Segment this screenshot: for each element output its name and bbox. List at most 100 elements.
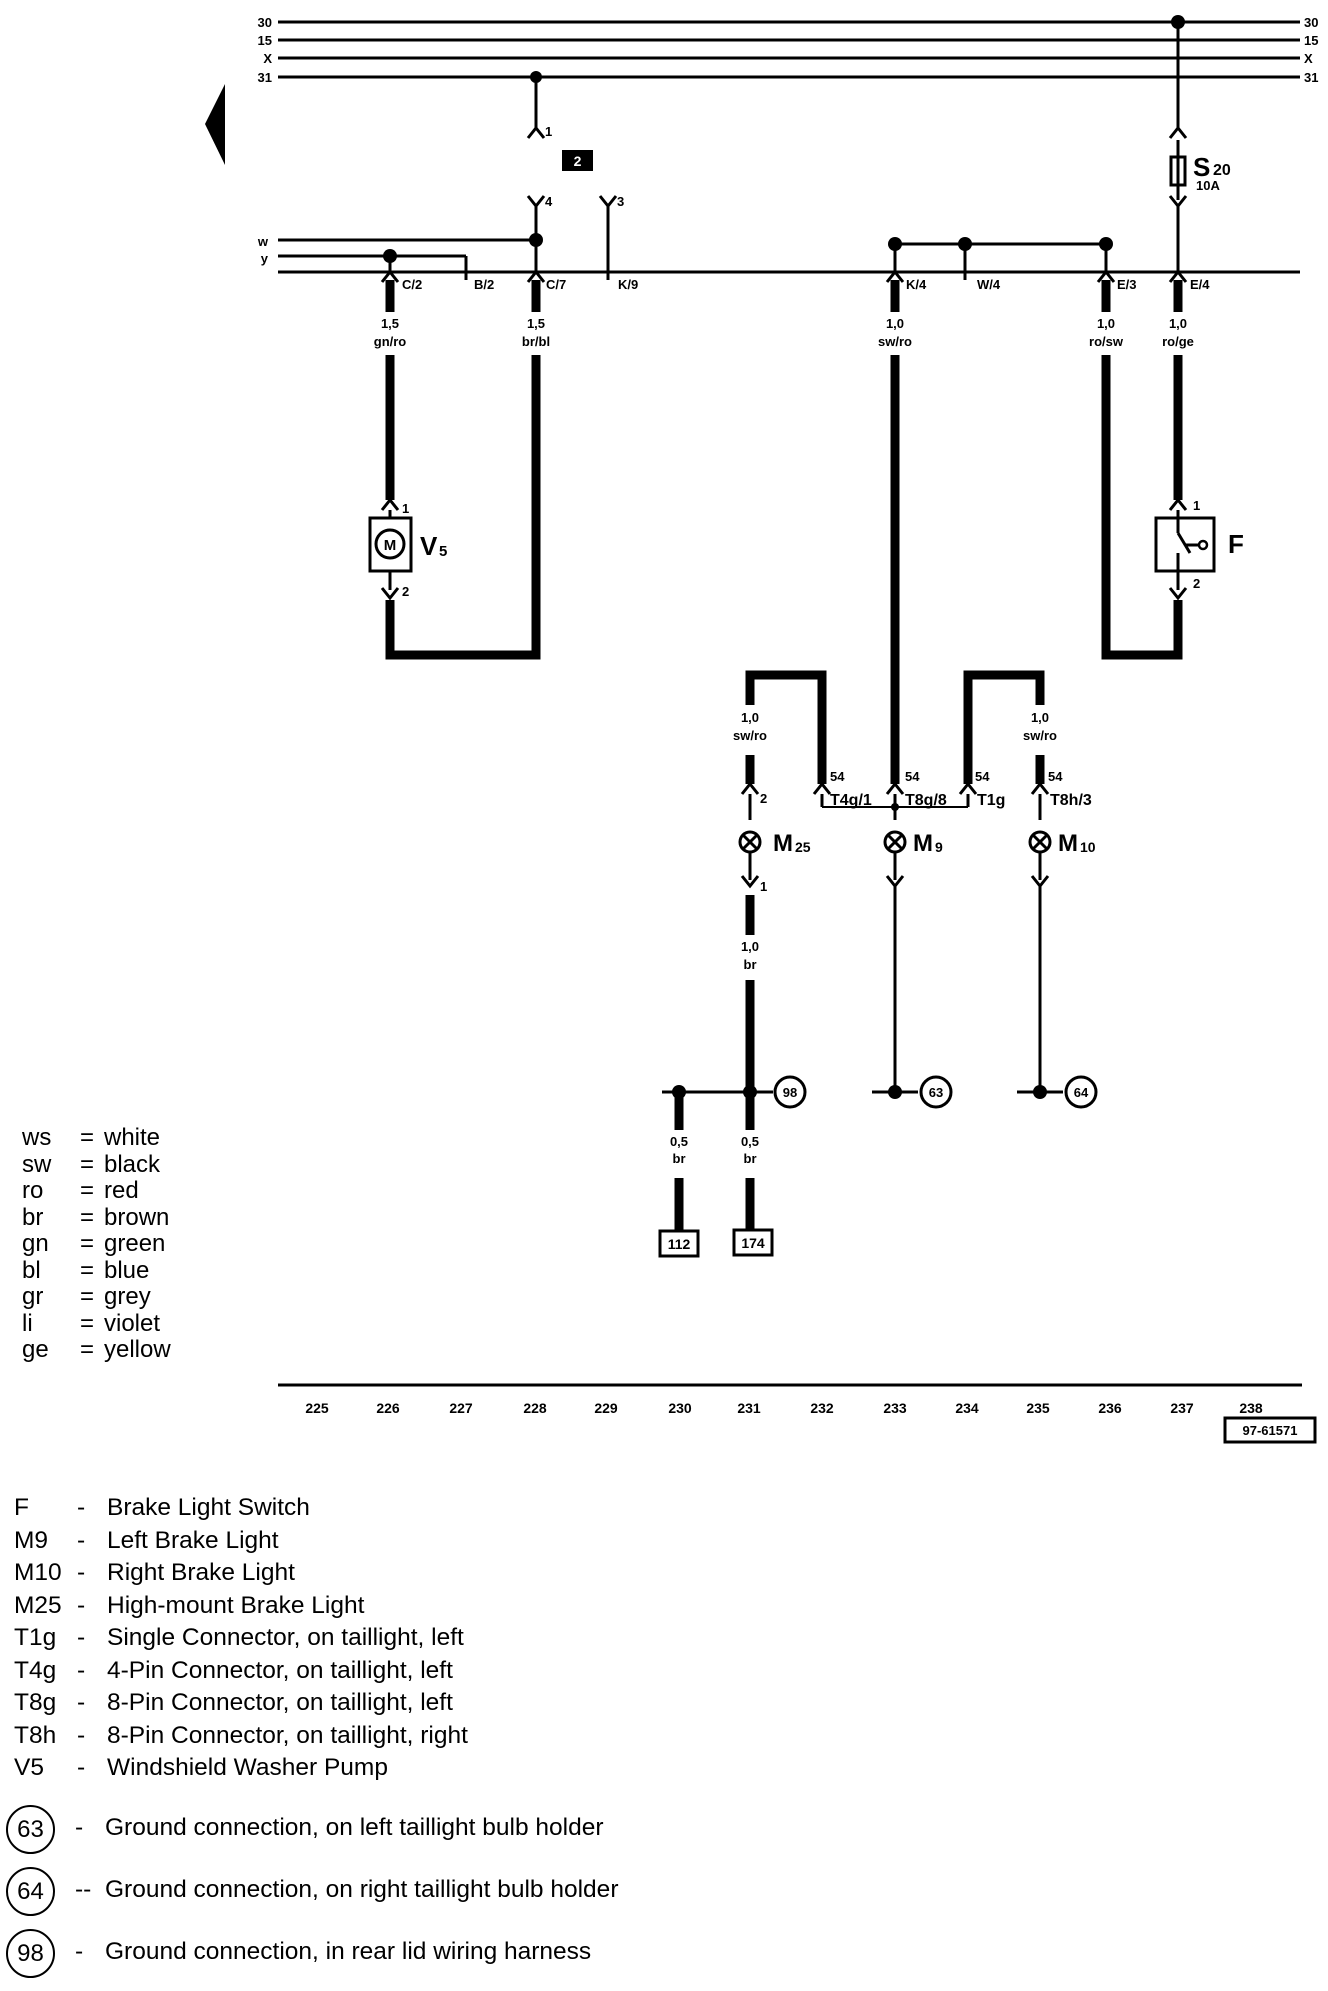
color-key-row: sw=black [22,1150,161,1178]
svg-text:1: 1 [402,501,409,516]
color-key-row: bl=blue [22,1256,150,1284]
wire-color: br/bl [522,334,550,349]
bus-label-15: 15 [258,33,272,48]
wire-y-label: y [261,251,269,266]
connector-t8g: T8g/8 [905,792,947,809]
svg-text:236: 236 [1098,1400,1122,1416]
lamp-m10: M 10 [1028,830,1096,1092]
m25-sub: 25 [795,839,811,855]
connector-c2: C/2 [402,277,422,292]
legend-row: T8g-8-Pin Connector, on taillight, left [14,1689,453,1716]
v5-sub: 5 [439,543,447,560]
ground-icon: 63 [6,1805,55,1854]
connector-w4: W/4 [977,277,1001,292]
relay-wiring [526,77,618,272]
svg-text:2: 2 [1193,576,1200,591]
svg-text:98: 98 [783,1085,797,1100]
svg-text:237: 237 [1170,1400,1194,1416]
bus-label-x-right: X [1304,51,1313,66]
wire-size: 1,0 [886,316,904,331]
bus-label-31-right: 31 [1304,70,1318,85]
color-key-row: gn=green [22,1230,166,1257]
bus-label-30: 30 [258,15,272,30]
svg-text:234: 234 [955,1400,979,1416]
bus-labels-left: 30 15 X 31 [258,15,273,85]
junction-dot [383,249,397,263]
pin-label-4: 4 [545,194,553,209]
bus-labels-right: 30 15 X 31 [1304,15,1318,85]
fuse-label: S [1193,152,1210,182]
svg-text:112: 112 [668,1236,691,1252]
junction-dot [530,71,542,83]
color-key-row: br=brown [22,1203,170,1231]
continuation-arrow-icon [205,84,225,165]
wire-color: sw/ro [1023,728,1057,743]
connector-b2: B/2 [474,277,494,292]
wire-size: 1,0 [1031,710,1049,725]
wire-color: ro/ge [1162,334,1194,349]
relay-box [562,150,593,171]
fuse-rating: 10A [1196,178,1220,193]
m9-label: M [913,830,933,857]
wire-color: br [744,1151,757,1166]
svg-text:227: 227 [449,1400,473,1416]
bus-label-30-right: 30 [1304,15,1318,30]
connector-k4: K/4 [906,277,927,292]
svg-text:238: 238 [1239,1400,1263,1416]
ground-legend: 63 - Ground connection, on left tailligh… [6,1805,726,1991]
fuse-sub: 20 [1213,162,1231,179]
svg-text:226: 226 [376,1400,400,1416]
color-key-row: ro=red [22,1177,139,1204]
wire-color: ro/sw [1089,334,1124,349]
wire-size: 1,0 [1169,316,1187,331]
bus-label-31: 31 [258,70,272,85]
wire-size: 0,5 [670,1134,688,1149]
legend-row: V5-Windshield Washer Pump [14,1754,388,1781]
ref-box-112: 112 [658,1229,700,1258]
svg-text:2: 2 [760,791,767,806]
svg-text:174: 174 [741,1235,765,1251]
lamp-m9: M 9 [883,830,943,1092]
svg-text:1: 1 [1193,498,1200,513]
junction-dot [529,233,543,247]
ground-icon [919,1075,953,1109]
svg-text:235: 235 [1026,1400,1050,1416]
svg-text:231: 231 [737,1400,761,1416]
ref-box-174: 174 [732,1228,774,1257]
m9-sub: 9 [935,839,943,855]
junction-dot [1099,237,1113,251]
connector-t1g: T1g [977,792,1005,809]
connector-e3: E/3 [1117,277,1137,292]
wire-color: sw/ro [878,334,912,349]
ground-icon: 64 [6,1867,55,1916]
legend-row: M10-Right Brake Light [14,1559,295,1586]
svg-text:228: 228 [523,1400,547,1416]
ground-icon: 98 [6,1929,55,1978]
wire-size: 1,0 [1097,316,1115,331]
ground-icon [773,1075,807,1109]
svg-text:230: 230 [668,1400,692,1416]
legend-row: M9-Left Brake Light [14,1526,279,1554]
color-key-row: li=violet [22,1309,161,1337]
svg-text:54: 54 [830,769,845,784]
wire-color: sw/ro [733,728,767,743]
svg-text:63: 63 [929,1085,943,1100]
wire-color: br [744,957,757,972]
brake-light-switch-f: 1 2 F [1154,497,1244,601]
diagram-id: 97-61571 [1223,1416,1317,1444]
washer-pump-v5: M 1 2 V 5 [368,497,447,601]
legend-row: T8h-8-Pin Connector, on taillight, right [14,1721,468,1749]
v5-label: V [420,531,438,561]
svg-text:54: 54 [975,769,990,784]
color-key: ws=white sw=black ro=red br=brown gn=gre… [22,1124,242,1364]
color-key-row: gr=grey [22,1283,151,1310]
ground-98: 98 [773,1075,807,1109]
ground-legend-row: 63 - Ground connection, on left tailligh… [6,1805,726,1867]
thick-wires [385,280,1183,1230]
ground-63: 63 [919,1075,953,1109]
wire-size: 1,0 [741,939,759,954]
ground-icon [1064,1075,1098,1109]
svg-text:54: 54 [905,769,920,784]
junction-dot [1171,15,1185,29]
